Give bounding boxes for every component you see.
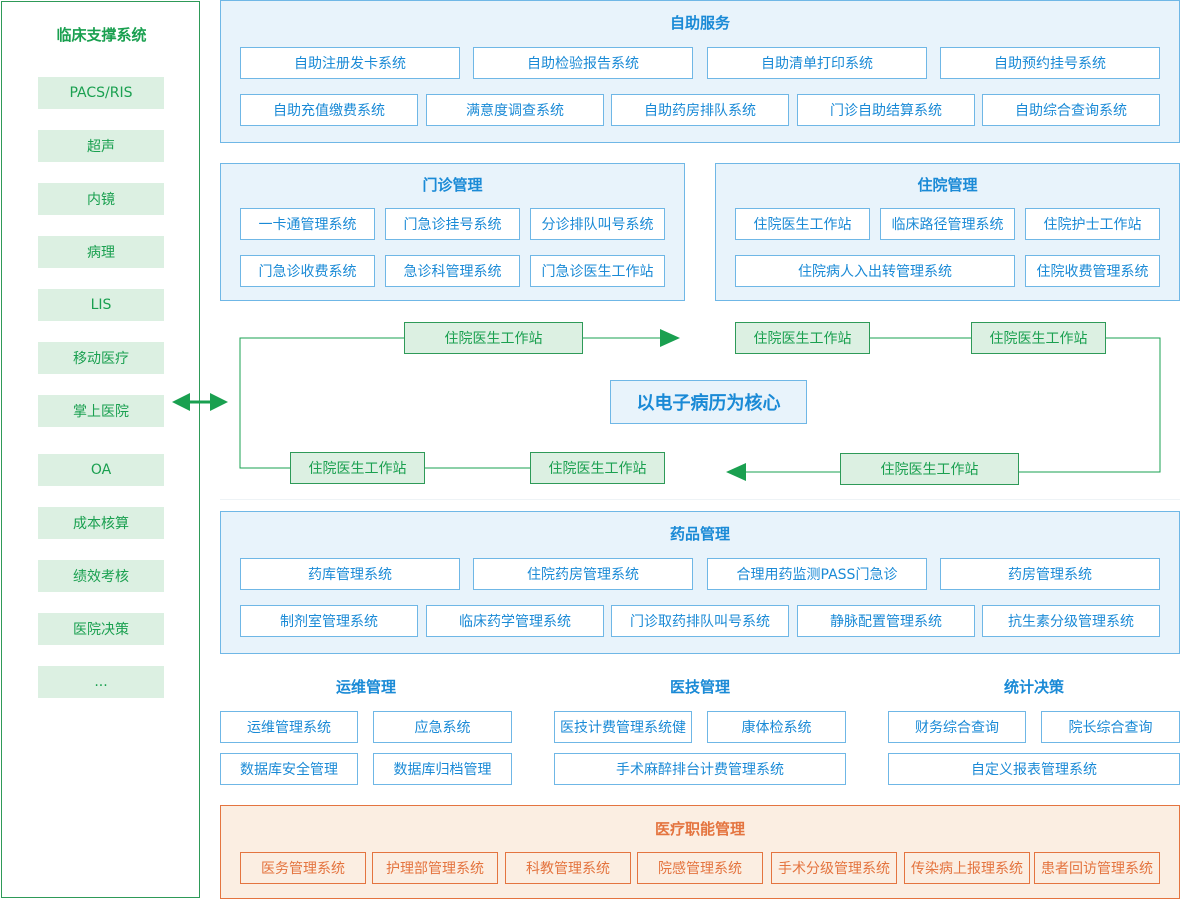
left-item-oa[interactable]: OA	[38, 454, 164, 486]
inpatient-pharmacy-box[interactable]: 住院药房管理系统	[473, 558, 693, 590]
iv-config-box[interactable]: 静脉配置管理系统	[797, 605, 975, 637]
left-item-more[interactable]: ...	[38, 666, 164, 698]
left-item-pathology[interactable]: 病理	[38, 236, 164, 268]
ops-system-box[interactable]: 运维管理系统	[220, 711, 358, 743]
clinical-pathway-box[interactable]: 临床路径管理系统	[880, 208, 1015, 240]
self-recharge-box[interactable]: 自助充值缴费系统	[240, 94, 418, 126]
preparation-room-box[interactable]: 制剂室管理系统	[240, 605, 418, 637]
nursing-dept-box[interactable]: 护理部管理系统	[372, 852, 498, 884]
clinical-support-panel: 临床支撑系统 PACS/RIS 超声 内镜 病理 LIS 移动医疗 掌上医院 O…	[1, 1, 200, 898]
flow-node-bottom-mid[interactable]: 住院医生工作站	[530, 452, 665, 484]
inpatient-doctor-station-box[interactable]: 住院医生工作站	[735, 208, 870, 240]
flow-node-top-mid[interactable]: 住院医生工作站	[735, 322, 870, 354]
right-arrow-head-icon	[660, 329, 680, 347]
pharmacy-box[interactable]: 药房管理系统	[940, 558, 1160, 590]
left-item-pacs[interactable]: PACS/RIS	[38, 77, 164, 109]
drug-section: 药品管理 药库管理系统 住院药房管理系统 合理用药监测PASS门急诊 药房管理系…	[220, 511, 1180, 654]
admission-transfer-box[interactable]: 住院病人入出转管理系统	[735, 255, 1015, 287]
education-box[interactable]: 科教管理系统	[505, 852, 631, 884]
left-item-mobile-hospital[interactable]: 掌上医院	[38, 395, 164, 427]
pass-monitor-box[interactable]: 合理用药监测PASS门急诊	[707, 558, 927, 590]
emergency-system-box[interactable]: 应急系统	[373, 711, 512, 743]
db-archive-box[interactable]: 数据库归档管理	[373, 753, 512, 785]
infectious-report-box[interactable]: 传染病上报理系统	[904, 852, 1030, 884]
outpatient-self-settlement-box[interactable]: 门诊自助结算系统	[797, 94, 975, 126]
self-pharmacy-queue-box[interactable]: 自助药房排队系统	[611, 94, 789, 126]
inpatient-nurse-station-box[interactable]: 住院护士工作站	[1025, 208, 1160, 240]
right-loop-line	[1018, 337, 1161, 473]
medical-function-title: 医疗职能管理	[654, 820, 745, 838]
self-registration-box[interactable]: 自助注册发卡系统	[240, 47, 460, 79]
emergency-dept-box[interactable]: 急诊科管理系统	[385, 255, 520, 287]
section-divider	[220, 499, 1180, 500]
drug-title: 药品管理	[669, 525, 730, 543]
outpatient-billing-box[interactable]: 门急诊收费系统	[240, 255, 375, 287]
left-arrow-head-icon	[726, 463, 746, 481]
medical-function-section: 医疗职能管理 医务管理系统 护理部管理系统 科教管理系统 院感管理系统 手术分级…	[220, 805, 1180, 899]
flow-node-top-right[interactable]: 住院医生工作站	[971, 322, 1106, 354]
flow-node-bottom-left[interactable]: 住院医生工作站	[290, 452, 425, 484]
left-item-performance[interactable]: 绩效考核	[38, 560, 164, 592]
drug-queue-box[interactable]: 门诊取药排队叫号系统	[611, 605, 789, 637]
flow-node-top-left[interactable]: 住院医生工作站	[404, 322, 583, 354]
left-item-endoscopy[interactable]: 内镜	[38, 183, 164, 215]
inpatient-billing-box[interactable]: 住院收费管理系统	[1025, 255, 1160, 287]
finance-query-box[interactable]: 财务综合查询	[888, 711, 1026, 743]
outpatient-section: 门诊管理 一卡通管理系统 门急诊挂号系统 分诊排队叫号系统 门急诊收费系统 急诊…	[220, 163, 685, 301]
custom-report-box[interactable]: 自定义报表管理系统	[888, 753, 1180, 785]
patient-followup-box[interactable]: 患者回访管理系统	[1034, 852, 1160, 884]
self-appointment-box[interactable]: 自助预约挂号系统	[940, 47, 1160, 79]
left-item-ultrasound[interactable]: 超声	[38, 130, 164, 162]
ops-title: 运维管理	[335, 678, 396, 696]
clinical-pharmacy-box[interactable]: 临床药学管理系统	[426, 605, 604, 637]
triage-queue-box[interactable]: 分诊排队叫号系统	[530, 208, 665, 240]
left-item-decision[interactable]: 医院决策	[38, 613, 164, 645]
stats-title: 统计决策	[1003, 678, 1064, 696]
director-query-box[interactable]: 院长综合查询	[1041, 711, 1180, 743]
flow-node-bottom-right[interactable]: 住院医生工作站	[840, 453, 1019, 485]
inpatient-title: 住院管理	[917, 176, 978, 194]
surgery-grading-box[interactable]: 手术分级管理系统	[771, 852, 897, 884]
registration-box[interactable]: 门急诊挂号系统	[385, 208, 520, 240]
left-item-cost-accounting[interactable]: 成本核算	[38, 507, 164, 539]
antibiotic-grading-box[interactable]: 抗生素分级管理系统	[982, 605, 1160, 637]
inpatient-section: 住院管理 住院医生工作站 临床路径管理系统 住院护士工作站 住院病人入出转管理系…	[715, 163, 1180, 301]
outpatient-doctor-station-box[interactable]: 门急诊医生工作站	[530, 255, 665, 287]
infection-control-box[interactable]: 院感管理系统	[637, 852, 763, 884]
outpatient-title: 门诊管理	[422, 176, 483, 194]
self-lab-report-box[interactable]: 自助检验报告系统	[473, 47, 693, 79]
self-service-section: 自助服务 自助注册发卡系统 自助检验报告系统 自助清单打印系统 自助预约挂号系统…	[220, 0, 1180, 143]
satisfaction-survey-box[interactable]: 满意度调查系统	[426, 94, 604, 126]
self-service-title: 自助服务	[669, 14, 730, 32]
db-security-box[interactable]: 数据库安全管理	[220, 753, 358, 785]
drug-storage-box[interactable]: 药库管理系统	[240, 558, 460, 590]
medical-affairs-box[interactable]: 医务管理系统	[240, 852, 366, 884]
emr-core-box[interactable]: 以电子病历为核心	[610, 380, 807, 424]
self-bill-print-box[interactable]: 自助清单打印系统	[707, 47, 927, 79]
left-loop-line	[239, 337, 404, 469]
card-management-box[interactable]: 一卡通管理系统	[240, 208, 375, 240]
self-query-box[interactable]: 自助综合查询系统	[982, 94, 1160, 126]
double-arrow-left-head-icon	[172, 393, 190, 411]
double-arrow-right-head-icon	[210, 393, 228, 411]
clinical-support-title: 临床支撑系统	[56, 26, 147, 44]
health-checkup-box[interactable]: 康体检系统	[707, 711, 846, 743]
surgery-anesthesia-box[interactable]: 手术麻醉排台计费管理系统	[554, 753, 846, 785]
left-item-lis[interactable]: LIS	[38, 289, 164, 321]
medtech-title: 医技管理	[669, 678, 730, 696]
medtech-billing-box[interactable]: 医技计费管理系统健	[554, 711, 692, 743]
left-item-mobile-medical[interactable]: 移动医疗	[38, 342, 164, 374]
